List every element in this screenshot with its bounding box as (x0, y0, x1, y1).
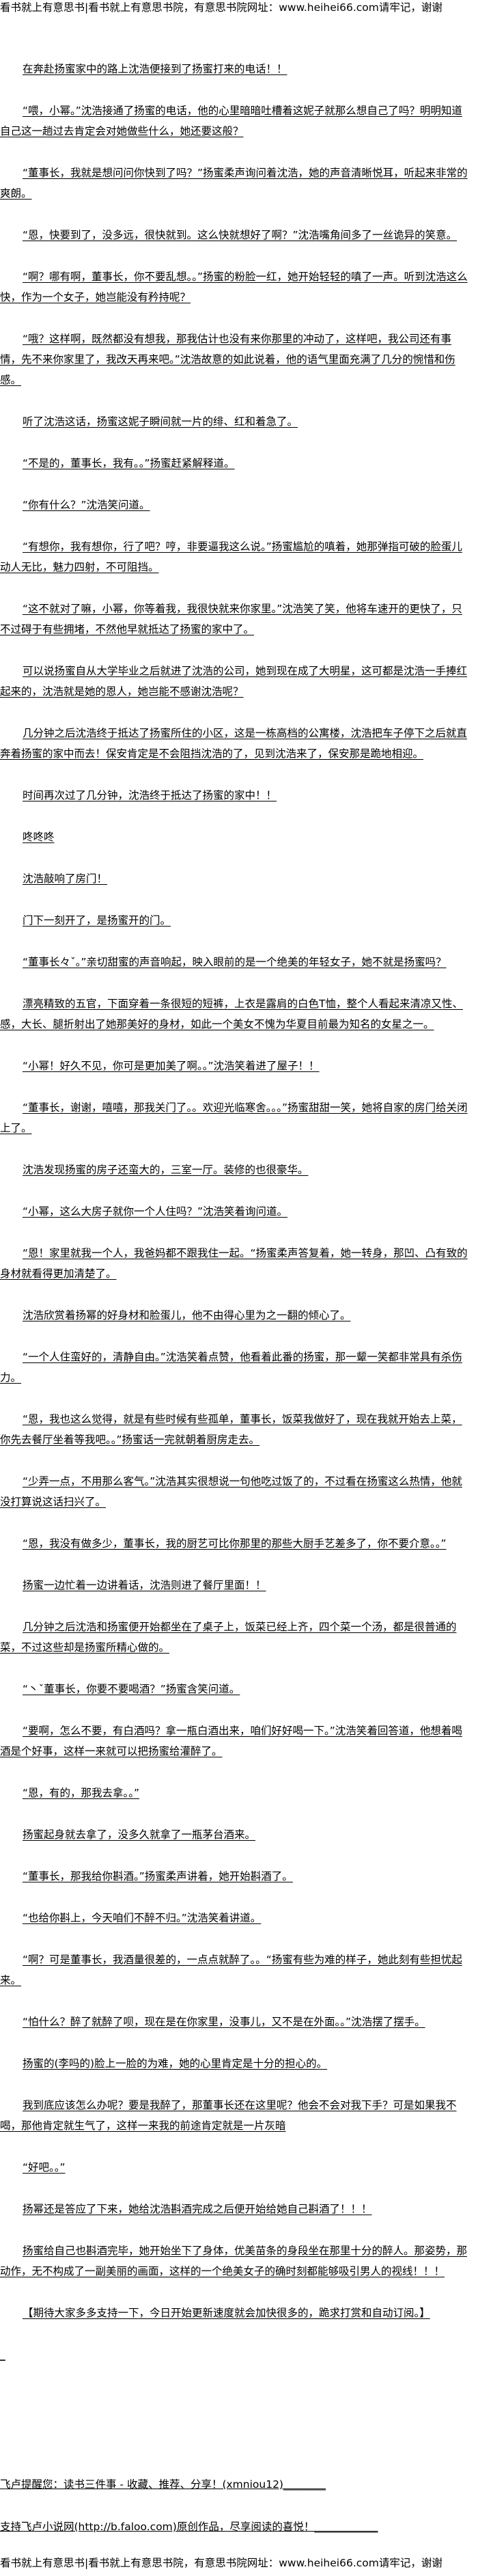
paragraph: “啊？可是董事长，我酒量很差的，一点点就醉了。。“扬蜜有些为难的样子，她此刻有些… (0, 1954, 462, 1986)
paragraph: _ (0, 2348, 5, 2361)
paragraph: 我到底应该怎么办呢？要是我醉了，那董事长还在这里呢？他会不会对我下手？可是如果我… (0, 2099, 457, 2132)
paragraph: 几分钟之后沈浩终于抵达了扬蜜所住的小区，这是一栋高档的公寓楼，沈浩把车子停下之后… (0, 727, 468, 760)
paragraph: 咚咚咚 (23, 831, 55, 843)
faloo-reminder: 飞卢提醒您：读书三件事 - 收藏、推荐、分享！(xmniou12)_______… (0, 2478, 326, 2491)
paragraph: 【期待大家多多支持一下，今日开始更新速度就会加快很多的，跪求打赏和自动订阅。】 (23, 2307, 430, 2319)
paragraph: “恩，我也这么觉得，就是有些时候有些孤单，董事长，饭菜我做好了，现在我就开始去上… (0, 1413, 462, 1446)
paragraph: “也给你斟上，今天咱们不醉不归。”沈浩笑着讲道。 (23, 1912, 262, 1924)
paragraph: 扬幂还是答应了下来，她给沈浩斟酒完成之后便开始给她自己斟酒了！！！ (23, 2203, 372, 2215)
paragraph: 门下一刻开了，是扬蜜开的门。 (23, 914, 171, 927)
paragraph: “董事长，谢谢，嘻嘻，那我关门了。。欢迎光临寒舍。。。”扬蜜甜甜一笑，她将自家的… (0, 1101, 468, 1134)
paragraph: “小幂，这么大房子就你一个人住吗？”沈浩笑着询问道。 (23, 1205, 288, 1218)
paragraph: “你有什么？”沈浩笑问道。 (23, 499, 150, 511)
paragraph: 可以说扬蜜自从大学毕业之后就进了沈浩的公司，她到现在成了大明星，这可都是沈浩一手… (0, 665, 468, 698)
paragraph: “董事长，我就是想问问你快到了吗？”扬蜜柔声询问着沈浩，她的声音清晰悦耳，听起来… (0, 167, 468, 200)
chapter-footer: 飞卢提醒您：读书三件事 - 收藏、推荐、分享！(xmniou12)_______… (0, 2475, 478, 2560)
paragraph: “丶ˇ董事长，你要不要喝酒？”扬蜜含笑问道。 (23, 1683, 240, 1695)
paragraph: 扬蜜一边忙着一边讲着话，沈浩则进了餐厅里面！！ (23, 1579, 266, 1591)
paragraph: “这不就对了嘛，小幂，你等着我，我很快就来你家里。”沈浩笑了笑，他将车速开的更快… (0, 603, 462, 635)
paragraph: “好吧。。” (23, 2161, 66, 2174)
paragraph: “小幂！好久不见，你可是更加美了啊。。”沈浩笑着进了屋子！！ (23, 1060, 320, 1072)
paragraph: 在奔赴扬蜜家中的路上沈浩便接到了扬蜜打来的电话！！ (23, 63, 287, 75)
paragraph: 沈浩敲响了房门！ (23, 873, 108, 885)
chapter-text: 在奔赴扬蜜家中的路上沈浩便接到了扬蜜打来的电话！！ “喂，小幂。”沈浩接通了扬蜜的… (0, 59, 468, 2386)
paragraph: 扬蜜给自己也斟酒完毕，她开始坐下了身体，优美苗条的身段坐在那里十分的醉人。那姿势… (0, 2245, 468, 2277)
paragraph: “有想你，我有想你，行了吧？哼，非要逼我这么说。”扬蜜尴尬的嗔着，她那弹指可破的… (0, 540, 462, 573)
site-banner-top: 看书就上有意思书|看书就上有意思书院，有意思书院网址：www.heihei66.… (0, 1, 442, 14)
paragraph: “恩，快要到了，没多远，很快就到。这么快就想好了啊？”沈浩嘴角间多了一丝诡异的笑… (23, 229, 458, 241)
paragraph: “董事长，那我给你斟酒。”扬蜜柔声讲着，她开始斟酒了。 (23, 1870, 293, 1882)
paragraph: “要啊，怎么不要，有白酒吗？拿一瓶白酒出来，咱们好好喝一下。”沈浩笑着回答道，他… (0, 1725, 462, 1757)
paragraph: “喂，小幂。”沈浩接通了扬蜜的电话，他的心里暗暗吐槽着这妮子就那么想自己了吗？明… (0, 105, 462, 137)
paragraph: 漂亮精致的五官，下面穿着一条很短的短裤，上衣是露肩的白色T恤，整个人看起来清凉又… (0, 998, 463, 1030)
paragraph: “怕什么？醉了就醉了呗，现在是在你家里，没事儿，又不是在外面。。”沈浩摆了摆手。 (23, 2016, 425, 2028)
paragraph: 听了沈浩这话，扬蜜这妮子瞬间就一片的绯、红和着急了。 (23, 415, 298, 428)
paragraph: 扬蜜起身就去拿了，没多久就拿了一瓶茅台酒来。 (23, 1828, 256, 1841)
faloo-support-link[interactable]: 支持飞卢小说网(http://b.faloo.com)原创作品，尽享阅读的喜悦！… (0, 2521, 378, 2533)
paragraph: “哦？这样啊，既然都没有想我，那我估计也没有来你那里的冲动了，这样吧，我公司还有… (0, 333, 455, 386)
paragraph: 时间再次过了几分钟，沈浩终于抵达了扬蜜的家中！！ (23, 789, 277, 801)
paragraph: “董事长々ˇ。”亲切甜蜜的声音响起，映入眼前的是一个绝美的年轻女子，她不就是扬蜜… (23, 956, 447, 968)
paragraph: “啊？哪有啊，董事长，你不要乱想。。”扬蜜的粉脸一红，她开始轻轻的嗔了一声。听到… (0, 271, 468, 303)
paragraph: 沈浩欣赏着扬幂的好身材和脸蛋儿，他不由得心里为之一翻的倾心了。 (23, 1309, 351, 1321)
paragraph: “一个人住蛮好的，清静自由。”沈浩笑着点赞，他看着此番的扬蜜，那一颦一笑都非常具… (0, 1351, 462, 1384)
paragraph: 扬蜜的(李吗的)脸上一脸的为难，她的心里肯定是十分的担心的。 (23, 2057, 328, 2070)
site-banner-bottom: 看书就上有意思书|看书就上有意思书院，有意思书院网址：www.heihei66.… (0, 2557, 442, 2569)
paragraph: “恩，有的，那我去拿。。” (23, 1787, 140, 1799)
paragraph: 沈浩发现扬蜜的房子还蛮大的，三室一厅。装修的也很豪华。 (23, 1164, 309, 1176)
paragraph: “恩！家里就我一个人，我爸妈都不跟我住一起。“扬蜜柔声答复着，她一转身，那凹、凸… (0, 1247, 468, 1280)
paragraph: “恩，我没有做多少，董事长，我的厨艺可比你那里的那些大厨手艺差多了，你不要介意。… (23, 1537, 447, 1550)
paragraph: “不是的，董事长，我有。。”扬蜜赶紧解释道。 (23, 457, 235, 469)
paragraph: “少弄一点，不用那么客气。”沈浩其实很想说一句他吃过饭了的，不过看在扬蜜这么热情… (0, 1475, 462, 1508)
paragraph: 几分钟之后沈浩和扬蜜便开始都坐在了桌子上，饭菜已经上齐，四个菜一个汤，都是很普通… (0, 1621, 457, 1654)
